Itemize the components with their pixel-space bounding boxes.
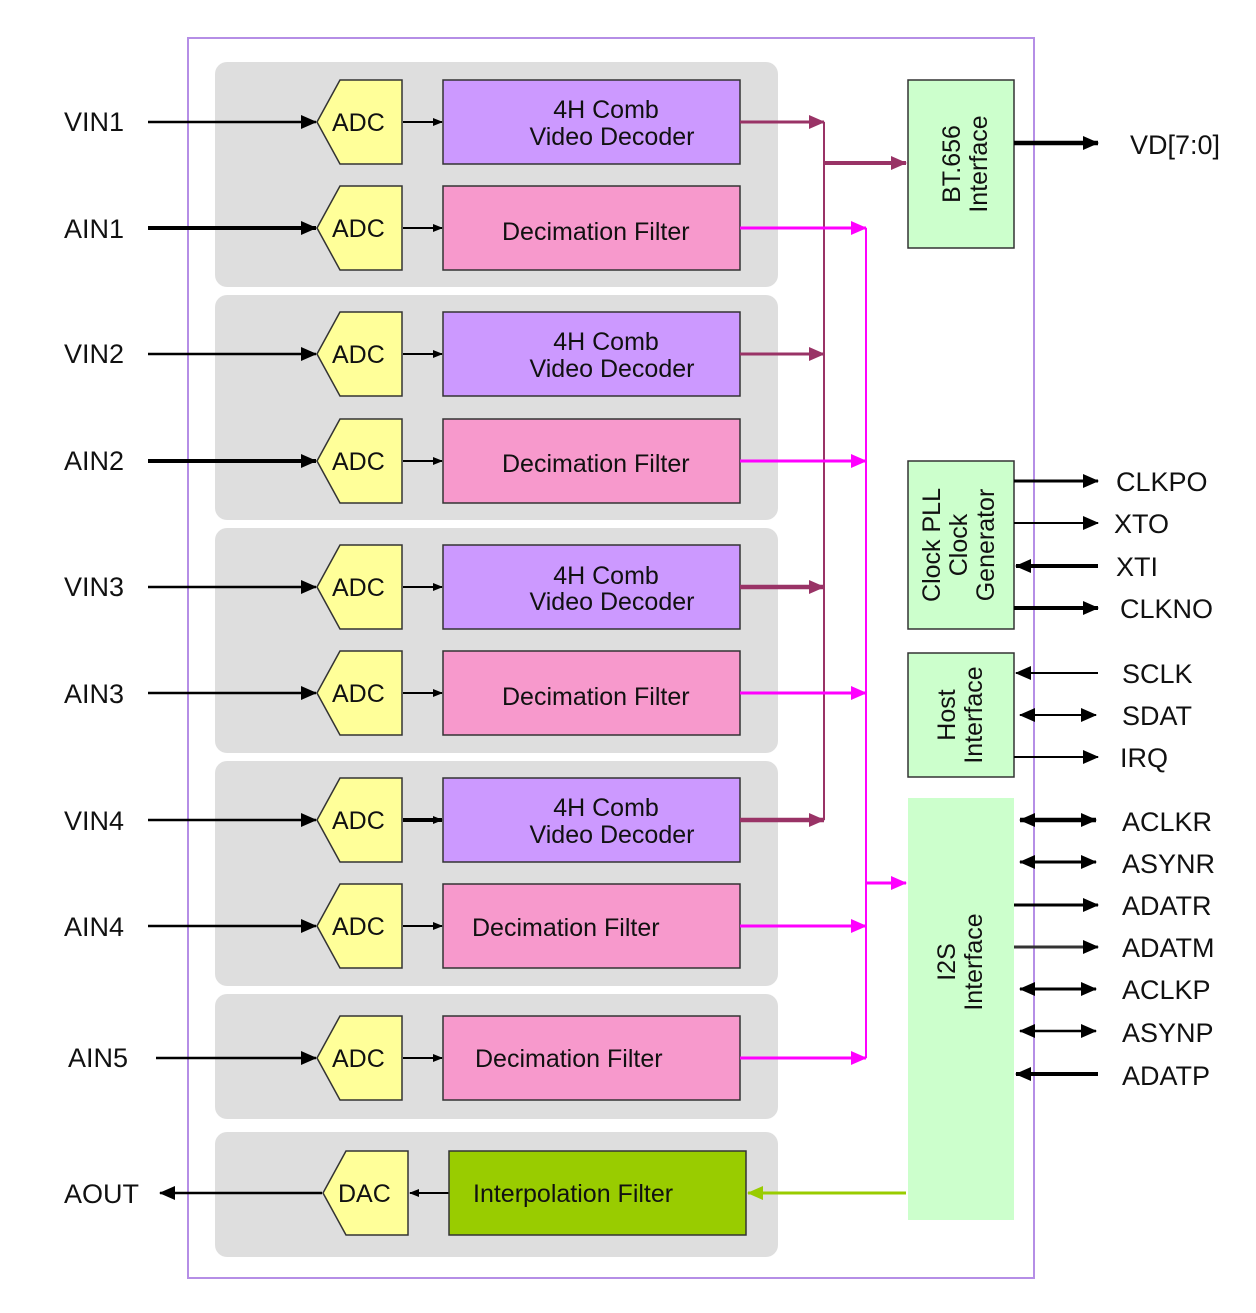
pin-label-adatm: ADATM <box>1122 933 1215 963</box>
video-decoder-block-1 <box>442 79 741 165</box>
pin-label-vin1: VIN1 <box>64 107 124 137</box>
decimation-filter-block-1 <box>442 185 741 271</box>
bt656-title: BT.656 <box>938 125 966 203</box>
pin-label-sclk: SCLK <box>1122 659 1193 689</box>
adc-label: ADC <box>332 680 385 708</box>
dac-label: DAC <box>338 1180 391 1208</box>
clock-title: Clock PLL <box>918 488 946 602</box>
pin-label-asynr: ASYNR <box>1122 849 1215 879</box>
adc-label: ADC <box>332 913 385 941</box>
pin-label-vin4: VIN4 <box>64 806 124 836</box>
pin-label-clkpo: CLKPO <box>1116 467 1208 497</box>
decoder-subtitle: Video Decoder <box>530 588 695 616</box>
pin-label-adatp: ADATP <box>1122 1061 1210 1091</box>
pin-label-vin2: VIN2 <box>64 339 124 369</box>
pin-label-asynp: ASYNP <box>1122 1018 1214 1048</box>
adc-label: ADC <box>332 807 385 835</box>
decoder-title: 4H Comb <box>553 562 659 590</box>
decimation-label: Decimation Filter <box>475 1045 663 1073</box>
bt656-subtitle: Interface <box>965 115 993 212</box>
decimation-label: Decimation Filter <box>502 218 690 246</box>
i2s-subtitle: Interface <box>960 913 988 1010</box>
decoder-title: 4H Comb <box>553 96 659 124</box>
i2s-title: I2S <box>933 943 961 981</box>
pin-label-aclkp: ACLKP <box>1122 975 1211 1005</box>
decimation-label: Decimation Filter <box>502 450 690 478</box>
interpolation-filter-block <box>448 1150 747 1236</box>
decoder-title: 4H Comb <box>553 328 659 356</box>
decoder-title: 4H Comb <box>553 794 659 822</box>
chip-outline <box>187 37 1035 1279</box>
video-decoder-block-2 <box>442 311 741 397</box>
clock-subtitle: Clock <box>945 513 973 576</box>
adc-block-vin4 <box>316 777 403 863</box>
adc-block-ain5 <box>316 1015 403 1101</box>
bt656-interface-block <box>907 79 1015 249</box>
pin-label-ain1: AIN1 <box>64 214 124 244</box>
i2s-interface-block <box>908 798 1014 1220</box>
adc-block-vin2 <box>316 311 403 397</box>
host-title: Host <box>933 689 961 740</box>
pin-label-clkno: CLKNO <box>1120 594 1213 624</box>
decimation-label: Decimation Filter <box>472 914 660 942</box>
pin-label-ain5: AIN5 <box>68 1043 128 1073</box>
decimation-filter-block-2 <box>442 418 741 504</box>
adc-label: ADC <box>332 109 385 137</box>
adc-block-ain1 <box>316 185 403 271</box>
adc-block-ain3 <box>316 650 403 736</box>
host-interface-block <box>907 652 1015 778</box>
decimation-filter-block-5 <box>442 1015 741 1101</box>
adc-block-vin3 <box>316 544 403 630</box>
pin-label-vin3: VIN3 <box>64 572 124 602</box>
pin-label-ain2: AIN2 <box>64 446 124 476</box>
clock-generator-block <box>907 460 1015 630</box>
adc-label: ADC <box>332 448 385 476</box>
decimation-label: Decimation Filter <box>502 683 690 711</box>
decoder-subtitle: Video Decoder <box>530 123 695 151</box>
adc-label: ADC <box>332 341 385 369</box>
adc-label: ADC <box>332 574 385 602</box>
clock-subtitle-2: Generator <box>972 489 1000 602</box>
pin-label-vd: VD[7:0] <box>1130 130 1220 160</box>
decoder-subtitle: Video Decoder <box>530 355 695 383</box>
interpolation-label: Interpolation Filter <box>473 1180 673 1208</box>
adc-block-vin1 <box>316 79 403 165</box>
pin-label-ain3: AIN3 <box>64 679 124 709</box>
adc-label: ADC <box>332 215 385 243</box>
pin-label-xti: XTI <box>1116 552 1158 582</box>
host-subtitle: Interface <box>960 666 988 763</box>
adc-block-ain2 <box>316 418 403 504</box>
dac-block <box>322 1150 409 1236</box>
adc-label: ADC <box>332 1045 385 1073</box>
pin-label-xto: XTO <box>1114 509 1169 539</box>
pin-label-irq: IRQ <box>1120 743 1168 773</box>
adc-block-ain4 <box>316 883 403 969</box>
pin-label-aclkr: ACLKR <box>1122 807 1212 837</box>
pin-label-sdat: SDAT <box>1122 701 1192 731</box>
pin-label-ain4: AIN4 <box>64 912 124 942</box>
decoder-subtitle: Video Decoder <box>530 821 695 849</box>
pin-label-adatr: ADATR <box>1122 891 1212 921</box>
pin-label-aout: AOUT <box>64 1179 139 1209</box>
